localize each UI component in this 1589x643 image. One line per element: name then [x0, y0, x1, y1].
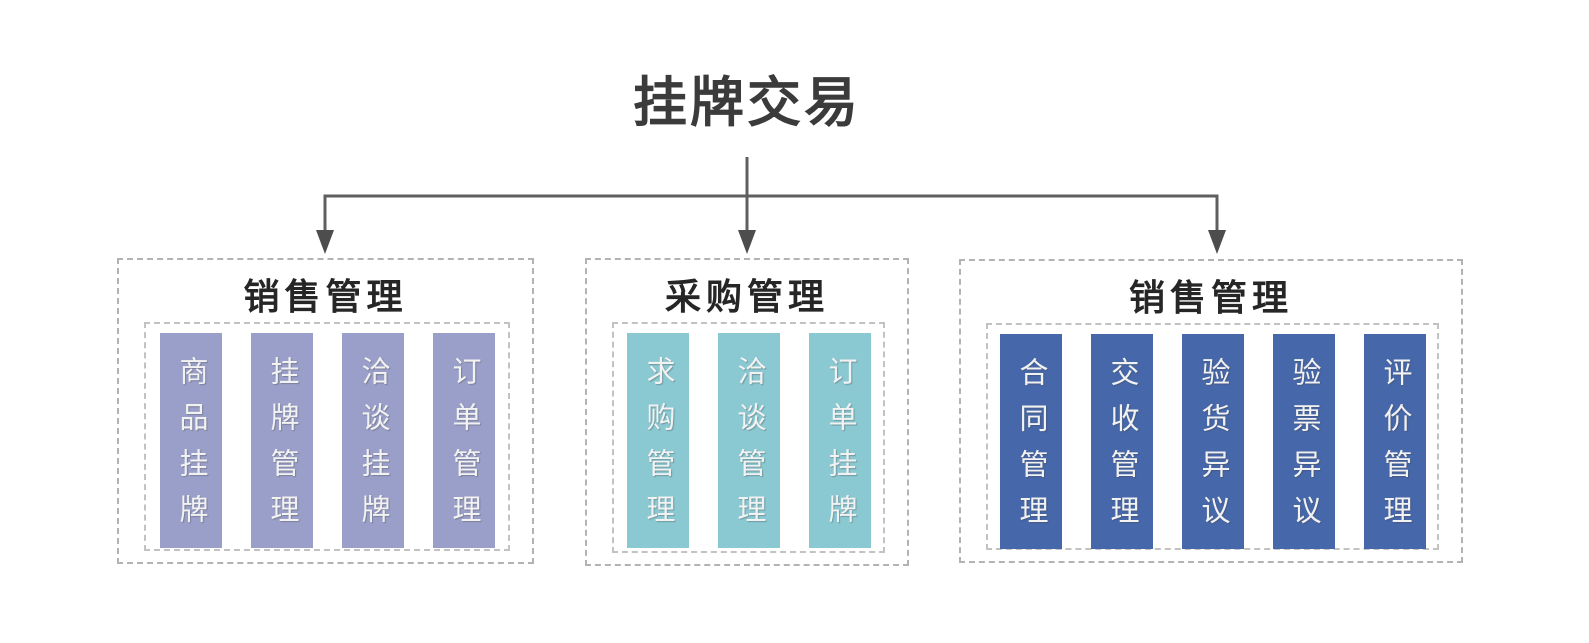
module-bar: 合同管理 — [999, 334, 1062, 549]
module-bar-label: 验票异议 — [1288, 357, 1320, 541]
module-bar: 评价管理 — [1363, 334, 1426, 549]
page-title: 挂牌交易 — [633, 73, 861, 133]
group-bar-area: 合同管理 交收管理 验货异议 验票异议 评价管理 — [986, 323, 1439, 550]
group-box-sales-management-2: 销售管理 合同管理 交收管理 验货异议 验票异议 评价管理 — [959, 259, 1463, 563]
module-bar-label: 挂牌管理 — [266, 356, 298, 540]
module-bar: 求购管理 — [626, 333, 689, 548]
module-bar-label: 交收管理 — [1106, 357, 1138, 541]
module-bar: 商品挂牌 — [159, 333, 222, 548]
module-bar-label: 洽谈挂牌 — [357, 356, 389, 540]
module-bar-label: 洽谈管理 — [733, 356, 765, 540]
module-bar: 挂牌管理 — [250, 333, 313, 548]
group-bar-area: 求购管理 洽谈管理 订单挂牌 — [612, 322, 885, 553]
arrow-down-icon — [316, 230, 334, 254]
group-box-procurement-management: 采购管理 求购管理 洽谈管理 订单挂牌 — [585, 258, 909, 566]
module-bar: 验货异议 — [1181, 334, 1244, 549]
module-bar-label: 订单挂牌 — [824, 356, 856, 540]
group-box-sales-management: 销售管理 商品挂牌 挂牌管理 洽谈挂牌 订单管理 — [117, 258, 534, 564]
arrow-down-icon — [1208, 230, 1226, 254]
module-bar-label: 评价管理 — [1379, 357, 1411, 541]
module-bar: 洽谈管理 — [717, 333, 780, 548]
module-bar-label: 订单管理 — [448, 356, 480, 540]
group-bar-area: 商品挂牌 挂牌管理 洽谈挂牌 订单管理 — [144, 322, 510, 551]
module-bar: 交收管理 — [1090, 334, 1153, 549]
module-bar-label: 求购管理 — [642, 356, 674, 540]
module-bar-label: 验货异议 — [1197, 357, 1229, 541]
group-title: 销售管理 — [1128, 277, 1293, 318]
module-bar: 订单管理 — [432, 333, 495, 548]
module-bar: 订单挂牌 — [808, 333, 871, 548]
module-bar: 洽谈挂牌 — [341, 333, 404, 548]
group-title: 采购管理 — [664, 276, 829, 317]
module-bar: 验票异议 — [1272, 334, 1335, 549]
module-bar-label: 商品挂牌 — [175, 356, 207, 540]
arrow-down-icon — [738, 230, 756, 254]
group-title: 销售管理 — [243, 276, 408, 317]
module-bar-label: 合同管理 — [1015, 357, 1047, 541]
